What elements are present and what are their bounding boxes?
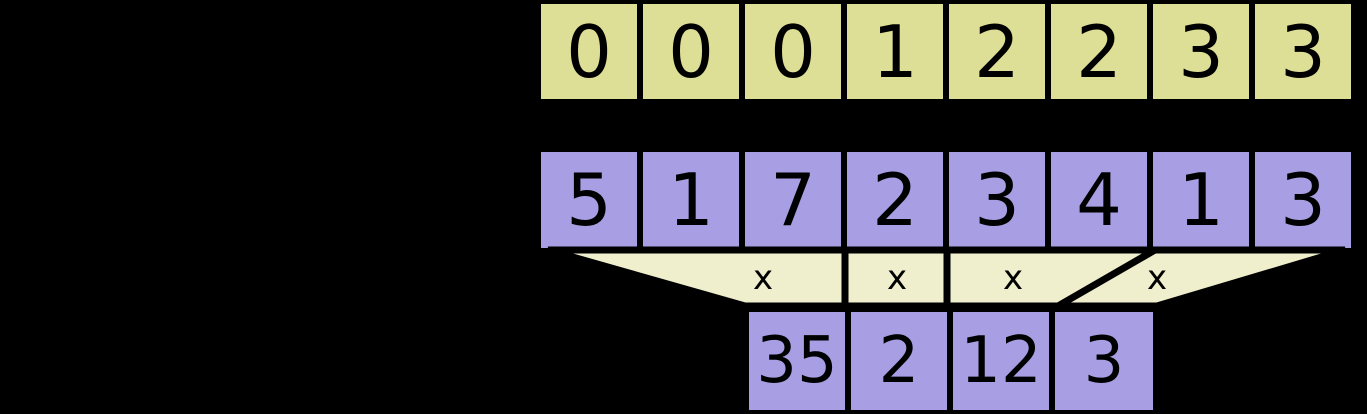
multiply-x-0: x bbox=[752, 258, 774, 298]
value-cell-1: 1 bbox=[639, 148, 743, 252]
result-cell-1: 2 bbox=[847, 308, 951, 414]
result-cell-2: 12 bbox=[949, 308, 1053, 414]
value-cell-0: 5 bbox=[537, 148, 641, 252]
value-cell-7: 3 bbox=[1251, 148, 1355, 252]
multiply-x-2: x bbox=[1002, 258, 1024, 298]
result-cell-0: 35 bbox=[745, 308, 849, 414]
band-trapezoid bbox=[547, 246, 1346, 310]
index-cell-0: 0 bbox=[537, 0, 641, 103]
index-cell-1: 0 bbox=[639, 0, 743, 103]
multiply-x-3: x bbox=[1146, 258, 1168, 298]
value-cell-6: 1 bbox=[1149, 148, 1253, 252]
value-cell-5: 4 bbox=[1047, 148, 1151, 252]
index-cell-7: 3 bbox=[1251, 0, 1355, 103]
index-cell-2: 0 bbox=[741, 0, 845, 103]
index-cell-3: 1 bbox=[843, 0, 947, 103]
index-cell-6: 3 bbox=[1149, 0, 1253, 103]
index-cell-5: 2 bbox=[1047, 0, 1151, 103]
index-cell-4: 2 bbox=[945, 0, 1049, 103]
value-cell-4: 3 bbox=[945, 148, 1049, 252]
value-cell-2: 7 bbox=[741, 148, 845, 252]
result-cell-3: 3 bbox=[1051, 308, 1157, 414]
value-cell-3: 2 bbox=[843, 148, 947, 252]
multiply-x-1: x bbox=[886, 258, 908, 298]
